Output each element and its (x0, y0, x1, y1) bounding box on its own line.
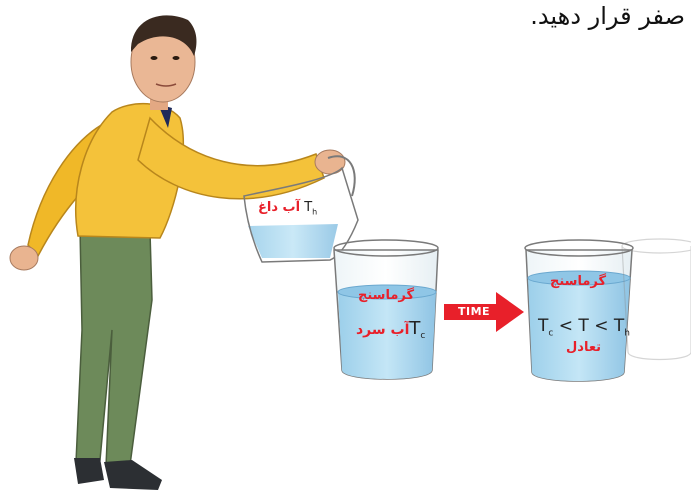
ghost-beaker (621, 238, 691, 361)
final-beaker-water-surface (527, 270, 631, 286)
front-hand (314, 149, 346, 175)
caption-text: صفر قرار دهید. (530, 2, 685, 30)
time-arrow (444, 292, 524, 332)
cold-beaker (333, 239, 439, 380)
cold-beaker-water (338, 292, 436, 379)
pitcher-temp-sub: h (312, 207, 318, 217)
final-relation-t1: T (538, 316, 549, 336)
ghost-beaker-glass (621, 245, 691, 361)
person (9, 15, 346, 490)
final-lt-2: < (594, 316, 609, 336)
hair (130, 15, 197, 56)
final-relation-t3: T (613, 316, 625, 336)
pitcher-label: آب داغ Th (258, 200, 317, 217)
final-tc-sub: c (548, 328, 554, 339)
final-thermometer-label: گرماسنج (550, 274, 607, 289)
left-shoe (74, 458, 104, 484)
final-beaker-water (528, 278, 630, 381)
final-state-label: تعادل (566, 340, 602, 355)
cold-temp-symbol: T (409, 318, 421, 339)
final-beaker (524, 239, 634, 382)
back-hand (9, 245, 39, 271)
mouth (155, 83, 177, 87)
cold-beaker-rim (333, 239, 439, 257)
cold-beaker-water-surface (337, 284, 437, 300)
pitcher-water (248, 224, 338, 258)
front-arm (137, 116, 325, 200)
arrow-label: TIME (458, 305, 491, 318)
pitcher (243, 155, 359, 263)
cold-liquid-label: آب سردTc (356, 318, 425, 341)
cold-temp-sub: c (420, 330, 426, 341)
pitcher-handle (327, 155, 356, 197)
final-lt-1: < (558, 316, 573, 336)
pitcher-liquid-label: آب داغ (258, 200, 301, 215)
left-eye (150, 56, 158, 60)
final-relation-t2: T (578, 316, 589, 336)
final-relation: Tc < T < Th (538, 316, 630, 338)
cold-thermometer-label: گرماسنج (358, 288, 415, 303)
cold-liquid-text: آب سرد (356, 322, 410, 338)
right-shoe (104, 460, 162, 490)
pants (75, 227, 153, 467)
pitcher-glass (243, 166, 359, 263)
ghost-beaker-rim (621, 238, 691, 254)
pitcher-temp-symbol: T (304, 200, 313, 215)
final-th-sub: h (624, 328, 630, 339)
final-beaker-rim (524, 239, 634, 257)
right-eye (172, 56, 180, 60)
